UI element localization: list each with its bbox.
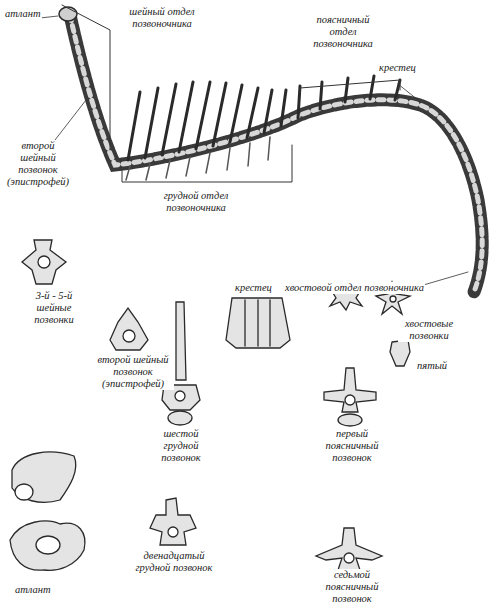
part-label: седьмой поясничный позвонок [308, 569, 396, 605]
part-label: 3-й - 5-й шейные позвонки [18, 290, 90, 326]
part-label: поясничный отдел позвоночника [302, 14, 384, 50]
part-label: хвостовые позвонки [398, 318, 460, 342]
part-label: крестец [234, 282, 273, 294]
part-label: первый поясничный позвонок [310, 428, 394, 464]
part-label: атлант [4, 8, 42, 20]
part-label: атлант [14, 584, 52, 596]
part-label: шестой грудной позвонок [144, 428, 218, 464]
part-label: крестец [378, 62, 417, 74]
part-label: двенадцатый грудной позвонок [130, 550, 218, 574]
part-label: пятый [416, 360, 448, 372]
part-label: грудной отдел позвоночника [150, 190, 242, 214]
part-label: второй шейный позвонок (эпистрофей) [2, 140, 74, 188]
part-label: шейный отдел позвоночника [126, 6, 198, 30]
part-label: второй шейный позвонок (эпистрофей) [92, 354, 174, 390]
part-label: хвостовой отдел позвоночника [284, 282, 425, 294]
